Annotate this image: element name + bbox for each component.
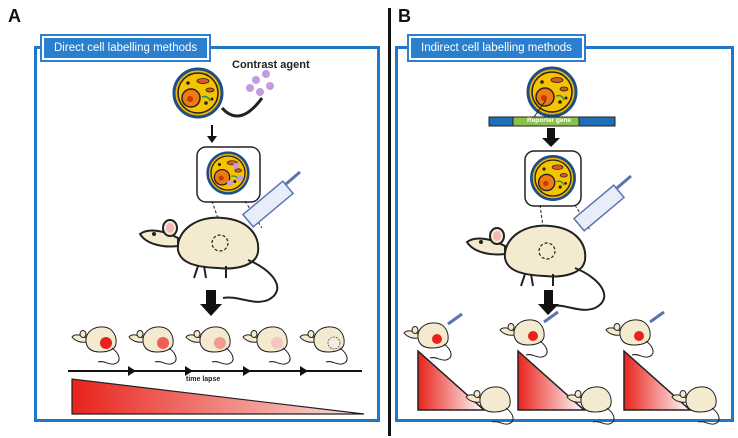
contrast-agent-label: Contrast agent	[232, 59, 310, 71]
reporter-gene-construct	[488, 99, 616, 127]
panel-b-letter: B	[398, 6, 411, 26]
signal-decay-wedge	[71, 378, 365, 415]
panel-a-down-arrow-1	[207, 125, 217, 143]
panel-a-labelled-cell-inset	[196, 146, 263, 231]
panel-b-cell	[526, 66, 578, 118]
panel-a-mouse	[139, 216, 279, 303]
time-mouse-5	[299, 326, 348, 365]
time-mouse-3	[185, 326, 234, 365]
time-mouse-1	[71, 326, 120, 365]
panel-a-cell	[172, 67, 224, 119]
contrast-agent-particles-icon	[220, 70, 274, 118]
panel-divider	[388, 8, 391, 436]
panel-a-down-arrow-2	[200, 290, 222, 316]
time-lapse-label: time lapse	[186, 376, 221, 383]
reporter-gene-label: Reporter gene	[527, 117, 572, 124]
panel-b-down-arrow-1	[542, 128, 560, 147]
panel-b-timepoint-2	[499, 310, 615, 425]
panel-b-timepoint-3	[605, 310, 720, 425]
time-lapse-axis	[68, 366, 362, 376]
time-mouse-2	[128, 326, 177, 365]
time-mouse-4	[242, 326, 291, 365]
panel-b-title: Indirect cell labelling methods	[407, 34, 586, 62]
panel-b-cell-inset	[524, 150, 591, 235]
panel-b-timepoint-1	[403, 312, 514, 425]
panel-a-mouse-row	[71, 326, 348, 365]
panel-a-letter: A	[8, 6, 21, 26]
signal-wedge-2	[517, 349, 586, 411]
panel-a-title: Direct cell labelling methods	[39, 34, 212, 62]
panel-b-mouse	[466, 224, 606, 311]
panel-b-down-arrow-2	[538, 290, 559, 315]
